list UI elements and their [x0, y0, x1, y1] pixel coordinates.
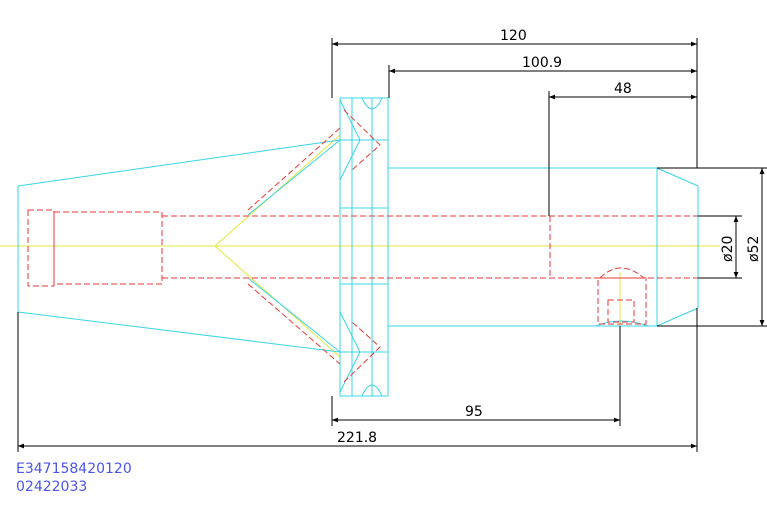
dim-dia-20: ø20 [720, 236, 736, 262]
centerline [0, 134, 720, 358]
dim-100-9: 100.9 [522, 55, 562, 71]
dim-120: 120 [500, 28, 527, 44]
part-code-line1: E347158420120 [16, 461, 132, 477]
dim-221-8: 221.8 [337, 430, 377, 446]
tool-outline [17, 97, 699, 397]
dim-95: 95 [465, 404, 483, 420]
hidden-lines [27, 109, 698, 383]
part-code-line2: 02422033 [16, 479, 87, 495]
dim-48: 48 [614, 81, 632, 97]
dim-dia-52: ø52 [746, 236, 762, 262]
dimension-lines [17, 38, 767, 452]
